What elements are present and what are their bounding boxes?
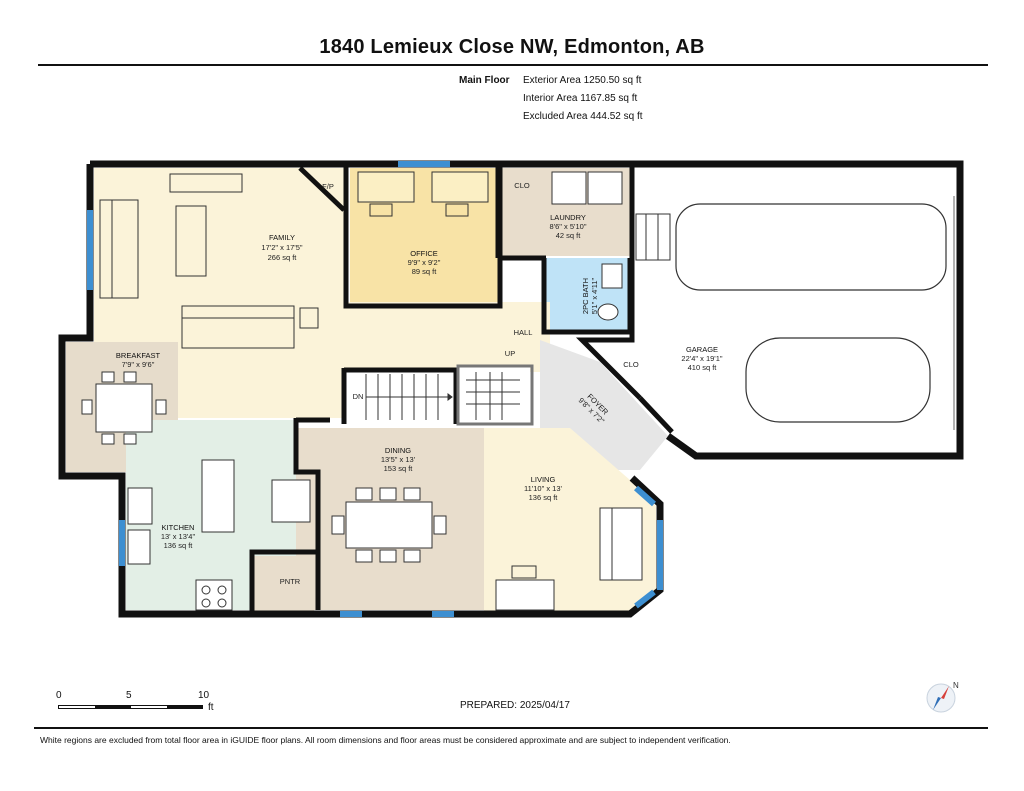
interior-walls: [249, 166, 674, 612]
dining-table: [331, 487, 447, 563]
fp-label: F/P: [322, 182, 334, 191]
kitchen-area: 136 sq ft: [164, 541, 194, 550]
compass-icon: N: [926, 681, 959, 713]
living-area: 136 sq ft: [529, 493, 559, 502]
scale-unit: ft: [208, 702, 214, 713]
garage-dims: 22'4" x 19'1": [681, 354, 722, 363]
laundry-appliances: [551, 171, 623, 205]
disclaimer: White regions are excluded from total fl…: [40, 735, 731, 745]
stairs-down-treads: [365, 374, 453, 420]
compass-letter: N: [953, 681, 959, 690]
living-label: LIVING: [531, 475, 556, 484]
laundry-label: LAUNDRY: [550, 213, 586, 222]
prepared-date: PREPARED: 2025/04/17: [460, 700, 570, 711]
living-dims: 11'10" x 13': [524, 484, 562, 493]
scale-tick-10: 10: [198, 690, 210, 701]
family-area: 266 sq ft: [268, 253, 298, 262]
office-dims: 9'9" x 9'2": [408, 258, 441, 267]
floor-label: Main Floor: [459, 75, 510, 86]
office-label: OFFICE: [410, 249, 438, 258]
bath-fixtures: [597, 263, 623, 321]
bath-dims: 5'1" x 4'11": [590, 277, 599, 314]
area-summary: Exterior Area 1250.50 sq ft Interior Are…: [523, 72, 643, 126]
page-title: 1840 Lemieux Close NW, Edmonton, AB: [319, 36, 705, 58]
pntr-label: PNTR: [280, 577, 301, 586]
clo-foyer-label: CLO: [623, 360, 639, 369]
office-area: 89 sq ft: [412, 267, 438, 276]
interior-area: Interior Area 1167.85 sq ft: [523, 93, 638, 104]
kitchen-label: KITCHEN: [162, 523, 195, 532]
windows: [87, 161, 663, 617]
family-furniture: [99, 173, 319, 349]
dining-label: DINING: [385, 446, 411, 455]
dn-label: DN: [353, 392, 364, 401]
breakfast-table: [81, 371, 167, 445]
garage-label: GARAGE: [686, 345, 718, 354]
family-dims: 17'2" x 17'5": [261, 243, 302, 252]
clo-laundry-label: CLO: [514, 181, 530, 190]
laundry-dims: 8'6" x 5'10": [550, 222, 587, 231]
excluded-area: Excluded Area 444.52 sq ft: [523, 111, 643, 122]
exterior-area: Exterior Area 1250.50 sq ft: [523, 75, 642, 86]
dining-area: 153 sq ft: [384, 464, 414, 473]
scale-bar-graphic: [58, 705, 203, 709]
hall-room: [344, 302, 550, 372]
garage-entry-steps: [635, 213, 671, 261]
office-furniture: [357, 171, 489, 217]
kitchen-dims: 13' x 13'4": [161, 532, 196, 541]
header-divider: [38, 64, 988, 66]
up-label: UP: [505, 349, 515, 358]
bath-label: 2PC BATH: [581, 278, 590, 314]
family-label: FAMILY: [269, 233, 295, 242]
pantry-room: [252, 556, 314, 612]
garage-vehicles: [675, 203, 947, 423]
breakfast-label: BREAKFAST: [116, 351, 161, 360]
garage-area: 410 sq ft: [688, 363, 718, 372]
hall-label: HALL: [514, 328, 533, 337]
stair-up: [456, 366, 530, 424]
kitchen-fixtures: [127, 459, 311, 611]
stairs-up-treads: [456, 364, 534, 426]
scale-tick-5: 5: [126, 690, 132, 701]
breakfast-dims: 7'9" x 9'6": [122, 360, 155, 369]
footer-divider: [34, 727, 988, 729]
scale-tick-0: 0: [56, 690, 62, 701]
laundry-area: 42 sq ft: [556, 231, 582, 240]
living-furniture: [495, 507, 643, 611]
dining-dims: 13'5" x 13': [381, 455, 416, 464]
